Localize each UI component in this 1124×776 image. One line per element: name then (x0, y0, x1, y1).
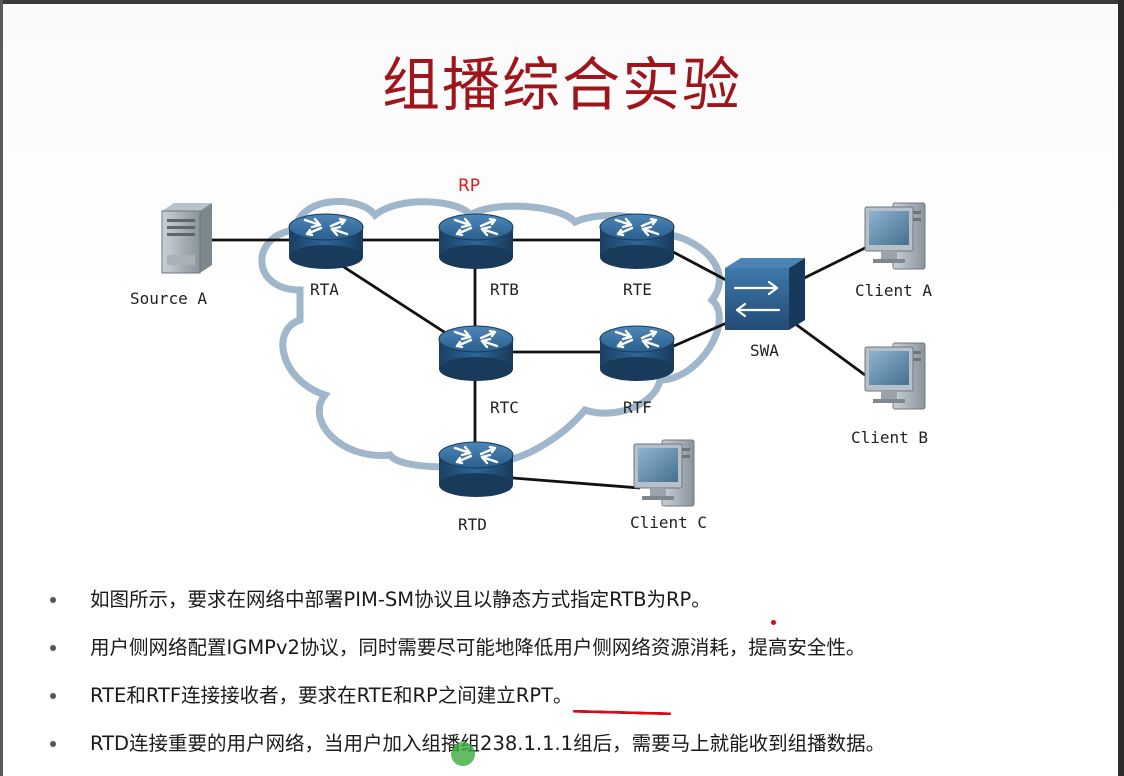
router-icon-rtf (598, 324, 676, 383)
list-item: 用户侧网络配置IGMPv2协议，同时需要尽可能地降低用户侧网络资源消耗，提高安全… (40, 624, 1110, 672)
client-icon-c (633, 439, 695, 507)
label-rte: RTE (623, 280, 652, 299)
label-client-c: Client C (630, 513, 707, 532)
bullet-dot (50, 693, 56, 699)
link-swa-clientb (789, 318, 866, 377)
window-edge-right (1118, 0, 1124, 776)
client-icon-a (864, 202, 926, 270)
label-swa: SWA (750, 341, 779, 360)
bullet-text: 如图所示，要求在网络中部署PIM-SM协议且以静态方式指定RTB为RP。 (90, 588, 711, 611)
label-source-a: Source A (130, 289, 207, 308)
label-rtc: RTC (490, 398, 519, 417)
network-cloud (258, 198, 723, 471)
list-item: 如图所示，要求在网络中部署PIM-SM协议且以静态方式指定RTB为RP。 (40, 576, 1110, 624)
window-edge-top (0, 0, 1124, 4)
network-topology-diagram: RP Source A RTA RTB RTE RTC RTF RTD SWA … (130, 176, 932, 534)
label-rtb: RTB (490, 280, 519, 299)
rp-label: RP (458, 176, 480, 196)
label-rta: RTA (310, 280, 339, 299)
bullet-text: 用户侧网络配置IGMPv2协议，同时需要尽可能地降低用户侧网络资源消耗，提高安全… (90, 636, 866, 659)
switch-icon (725, 258, 805, 330)
label-client-b: Client B (851, 428, 928, 447)
label-rtf: RTF (623, 398, 652, 417)
bullet-dot (50, 597, 56, 603)
bullet-dot (50, 741, 56, 747)
router-icon-rtb (437, 212, 515, 271)
requirements-list: 如图所示，要求在网络中部署PIM-SM协议且以静态方式指定RTB为RP。 用户侧… (40, 576, 1110, 768)
pen-annotation-dot (771, 620, 776, 625)
bullet-text: RTE和RTF连接接收者，要求在RTE和RP之间建立RPT。 (90, 684, 573, 707)
bullet-dot (50, 645, 56, 651)
slide-title: 组播综合实验 (381, 51, 742, 119)
pointer-cursor (451, 742, 475, 766)
router-icon-rta (287, 212, 365, 271)
server-icon (161, 203, 212, 274)
label-rtd: RTD (458, 515, 487, 534)
list-item: RTD连接重要的用户网络，当用户加入组播组238.1.1.1组后，需要马上就能收… (40, 720, 1110, 768)
label-client-a: Client A (855, 281, 932, 300)
client-icon-b (864, 342, 926, 410)
router-icon-rtd (437, 440, 515, 499)
router-icon-rtc (437, 324, 515, 383)
bullet-text: RTD连接重要的用户网络，当用户加入组播组238.1.1.1组后，需要马上就能收… (90, 732, 886, 755)
router-icon-rte (598, 212, 676, 271)
window-edge-left (0, 0, 3, 776)
list-item: RTE和RTF连接接收者，要求在RTE和RP之间建立RPT。 (40, 672, 1110, 720)
